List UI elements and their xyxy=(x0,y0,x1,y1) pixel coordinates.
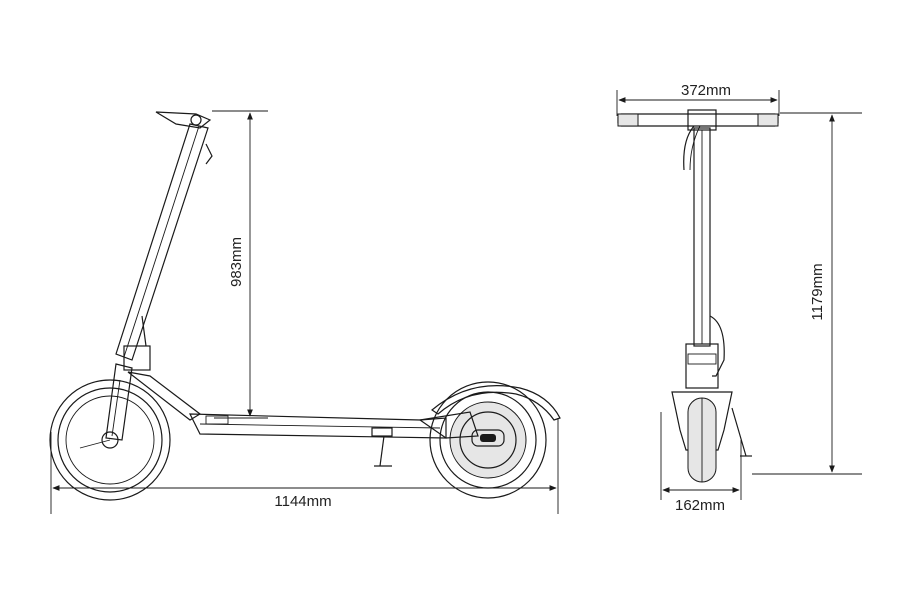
dimension-overall-height: 1179mm xyxy=(752,112,862,475)
side-view: 983mm 1144mm xyxy=(49,110,561,514)
label-overall-height: 1179mm xyxy=(809,263,826,320)
label-folded-height: 983mm xyxy=(228,237,245,287)
label-overall-length: 1144mm xyxy=(274,493,331,510)
dimension-handlebar-width: 372mm xyxy=(616,82,780,116)
dimension-folded-height: 983mm xyxy=(212,110,268,419)
front-wheel xyxy=(49,379,171,501)
front-stem xyxy=(685,127,725,389)
rear-wheel xyxy=(429,381,547,499)
front-handlebar xyxy=(617,109,779,171)
label-handlebar-width: 372mm xyxy=(681,82,731,99)
label-deck-width: 162mm xyxy=(675,497,725,514)
deck xyxy=(127,371,479,467)
dimension-overall-length: 1144mm xyxy=(50,418,559,514)
front-fork-wheel xyxy=(671,391,752,483)
front-view: 372mm 1179mm 162mm xyxy=(616,82,862,514)
rear-fender xyxy=(431,385,561,421)
dimension-deck-width: 162mm xyxy=(660,412,742,514)
steering-stem xyxy=(105,111,213,441)
